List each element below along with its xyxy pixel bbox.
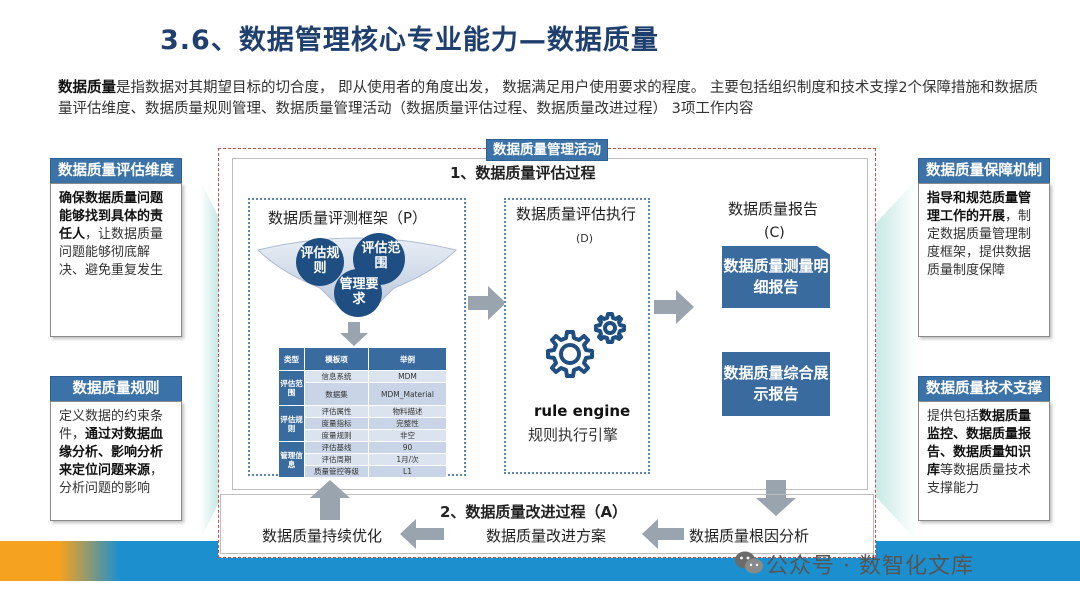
table-row: 度量规则 非空 xyxy=(279,429,447,442)
table-cell: L1 xyxy=(368,465,447,478)
table-cell: 质量管控等级 xyxy=(304,465,369,478)
left-panel-evaluation-title: 数据质量评估维度 xyxy=(50,158,182,184)
table-header-item: 模板项 xyxy=(304,347,369,371)
right-panel-tech-title: 数据质量技术支撑 xyxy=(918,376,1050,402)
right-panel-guarantee: 数据质量保障机制 指导和规范质量管理工作的开展，制定数据质量管理制度框架，提供数… xyxy=(918,158,1050,337)
table-row: 度量指标 完整性 xyxy=(279,417,447,430)
right-panel-guarantee-text: ，制定数据质量管理制度框架，提供数据质量制度保障 xyxy=(927,209,1032,278)
table-row: 数据集 MDM_Material xyxy=(279,382,447,406)
right-panel-tech-bold: 数据质量监控、数据质量报告、数据质量知识库 xyxy=(927,409,1032,478)
table-row: 评估规则 评估属性 物料描述 xyxy=(278,405,447,442)
right-panel-guarantee-bold: 指导和规范质量管理工作的开展 xyxy=(927,191,1032,224)
left-panel-rules-body: 定义数据的约束条件，通过对数据血缘分析、影响分析来定位问题来源，分析问题的影响 xyxy=(50,401,182,521)
circle-mgmt-req-shape xyxy=(334,269,382,317)
arrow-c-down xyxy=(756,480,796,516)
table-row: 评估范围 信息系统 MDM xyxy=(278,370,447,406)
arrow-d-to-c xyxy=(654,290,694,324)
report-title: 数据质量报告 xyxy=(728,200,819,218)
right-panel-tech: 数据质量技术支撑 提供包括数据质量监控、数据质量报告、数据质量知识库等数据质量技… xyxy=(918,376,1050,521)
table-cell: 非空 xyxy=(368,429,447,442)
execution-sub: (D) xyxy=(576,232,594,245)
table-header-type: 类型 xyxy=(278,347,305,371)
table-row: 评估周期 1月/次 xyxy=(279,453,447,466)
intro-bold: 数据质量 xyxy=(58,80,116,96)
circle-mgmt-req: 管理要求 xyxy=(339,277,379,307)
left-panel-rules-text2: ，分析问题的影响 xyxy=(59,463,164,496)
arrow-plan-to-optimize xyxy=(400,519,444,549)
rule-engine-label: rule engine xyxy=(534,402,631,420)
table-row: 质量管控等级 L1 xyxy=(279,465,447,478)
table-row: 管理信息 评估基线 90 xyxy=(278,441,447,478)
right-panel-tech-text2: 等数据质量技术支撑能力 xyxy=(927,463,1032,496)
intro-text: 是指数据对其期望目标的切合度， 即从使用者的角度出发， 数据满足用户使用要求的程… xyxy=(58,80,1039,117)
table-cell: 评估周期 xyxy=(304,453,369,466)
table-cell: 1月/次 xyxy=(368,453,447,466)
framework-title: 数据质量评测框架（P） xyxy=(268,209,428,227)
table-cell: 度量指标 xyxy=(304,417,369,430)
table-cell: MDM_Material xyxy=(368,382,447,406)
table-cell: 数据集 xyxy=(304,382,369,406)
intro-paragraph: 数据质量是指数据对其期望目标的切合度， 即从使用者的角度出发， 数据满足用户使用… xyxy=(58,78,1048,120)
detail-report-box: 数据质量测量明细报告 xyxy=(722,246,830,308)
circle-eval-rules-shape xyxy=(296,238,344,286)
gears-icon xyxy=(546,312,626,378)
right-panel-tech-text1: 提供包括 xyxy=(927,409,980,424)
circle-eval-scope: 评估范围 xyxy=(361,241,401,271)
left-panel-rules: 数据质量规则 定义数据的约束条件，通过对数据血缘分析、影响分析来定位问题来源，分… xyxy=(50,376,182,521)
table-cell: MDM xyxy=(368,370,447,383)
left-panel-evaluation-bold: 确保数据质量问题能够找到具体的责任人 xyxy=(59,191,164,242)
rule-engine-cn-label: 规则执行引擎 xyxy=(528,426,619,444)
left-panel-evaluation-text: ，让数据质量问题能够彻底解决、避免重复发生 xyxy=(59,227,164,278)
left-panel-rules-bold: 通过对数据血缘分析、影响分析来定位问题来源 xyxy=(59,427,164,478)
arrow-root-to-plan xyxy=(642,519,684,549)
step-root-cause: 数据质量根因分析 xyxy=(689,527,810,545)
table-cell: 信息系统 xyxy=(304,370,369,383)
step-improve-plan: 数据质量改进方案 xyxy=(486,527,607,545)
right-wedge xyxy=(876,180,916,540)
table-header-example: 举例 xyxy=(368,347,447,371)
summary-report-box: 数据质量综合展示报告 xyxy=(722,352,830,416)
evaluation-process-title: 1、数据质量评估过程 xyxy=(450,164,596,182)
funnel-graphic xyxy=(257,233,457,317)
table-cell: 评估属性 xyxy=(304,405,369,418)
framework-table: 类型 模板项 举例 评估范围 信息系统 MDM 数据集 MDM_Material… xyxy=(278,347,447,478)
wechat-icon xyxy=(735,551,763,574)
table-cell: 完整性 xyxy=(368,417,447,430)
left-panel-rules-text1: 定义数据的约束条件， xyxy=(59,409,164,442)
left-wedge xyxy=(200,180,218,540)
table-cell: 90 xyxy=(368,441,447,454)
left-panel-rules-title: 数据质量规则 xyxy=(50,376,182,402)
framework-table-wrap: 类型 模板项 举例 评估范围 信息系统 MDM 数据集 MDM_Material… xyxy=(278,347,447,478)
arrow-p-to-d xyxy=(468,286,506,320)
step-continuous-optimize: 数据质量持续优化 xyxy=(262,527,383,545)
improvement-process-frame xyxy=(220,494,874,554)
execution-title: 数据质量评估执行 xyxy=(516,205,637,223)
left-panel-evaluation: 数据质量评估维度 确保数据质量问题能够找到具体的责任人，让数据质量问题能够彻底解… xyxy=(50,158,182,337)
activity-label: 数据质量管理活动 xyxy=(486,139,608,161)
page-title: 3.6、数据管理核心专业能力—数据质量 xyxy=(160,25,659,56)
framework-down-arrow xyxy=(340,322,368,346)
right-panel-guarantee-title: 数据质量保障机制 xyxy=(918,158,1050,184)
table-cell: 物料描述 xyxy=(368,405,447,418)
table-group-rules: 评估规则 xyxy=(278,405,305,442)
watermark-text: 公众号 · 数智化文库 xyxy=(766,554,974,579)
table-cell: 度量规则 xyxy=(304,429,369,442)
detail-report-label: 数据质量测量明细报告 xyxy=(723,257,829,296)
table-cell: 评估基线 xyxy=(304,441,369,454)
report-sub: (C) xyxy=(764,225,785,241)
table-group-mgmt: 管理信息 xyxy=(278,441,305,478)
summary-report-label: 数据质量综合展示报告 xyxy=(723,364,829,403)
execution-box xyxy=(504,198,650,474)
left-panel-evaluation-body: 确保数据质量问题能够找到具体的责任人，让数据质量问题能够彻底解决、避免重复发生 xyxy=(50,183,182,337)
table-group-scope: 评估范围 xyxy=(278,370,305,406)
right-panel-guarantee-body: 指导和规范质量管理工作的开展，制定数据质量管理制度框架，提供数据质量制度保障 xyxy=(918,183,1050,337)
circle-eval-rules: 评估规则 xyxy=(300,246,340,276)
right-panel-tech-body: 提供包括数据质量监控、数据质量报告、数据质量知识库等数据质量技术支撑能力 xyxy=(918,401,1050,521)
arrow-optimize-up xyxy=(310,480,350,520)
improvement-process-title: 2、数据质量改进过程（A） xyxy=(440,503,628,521)
